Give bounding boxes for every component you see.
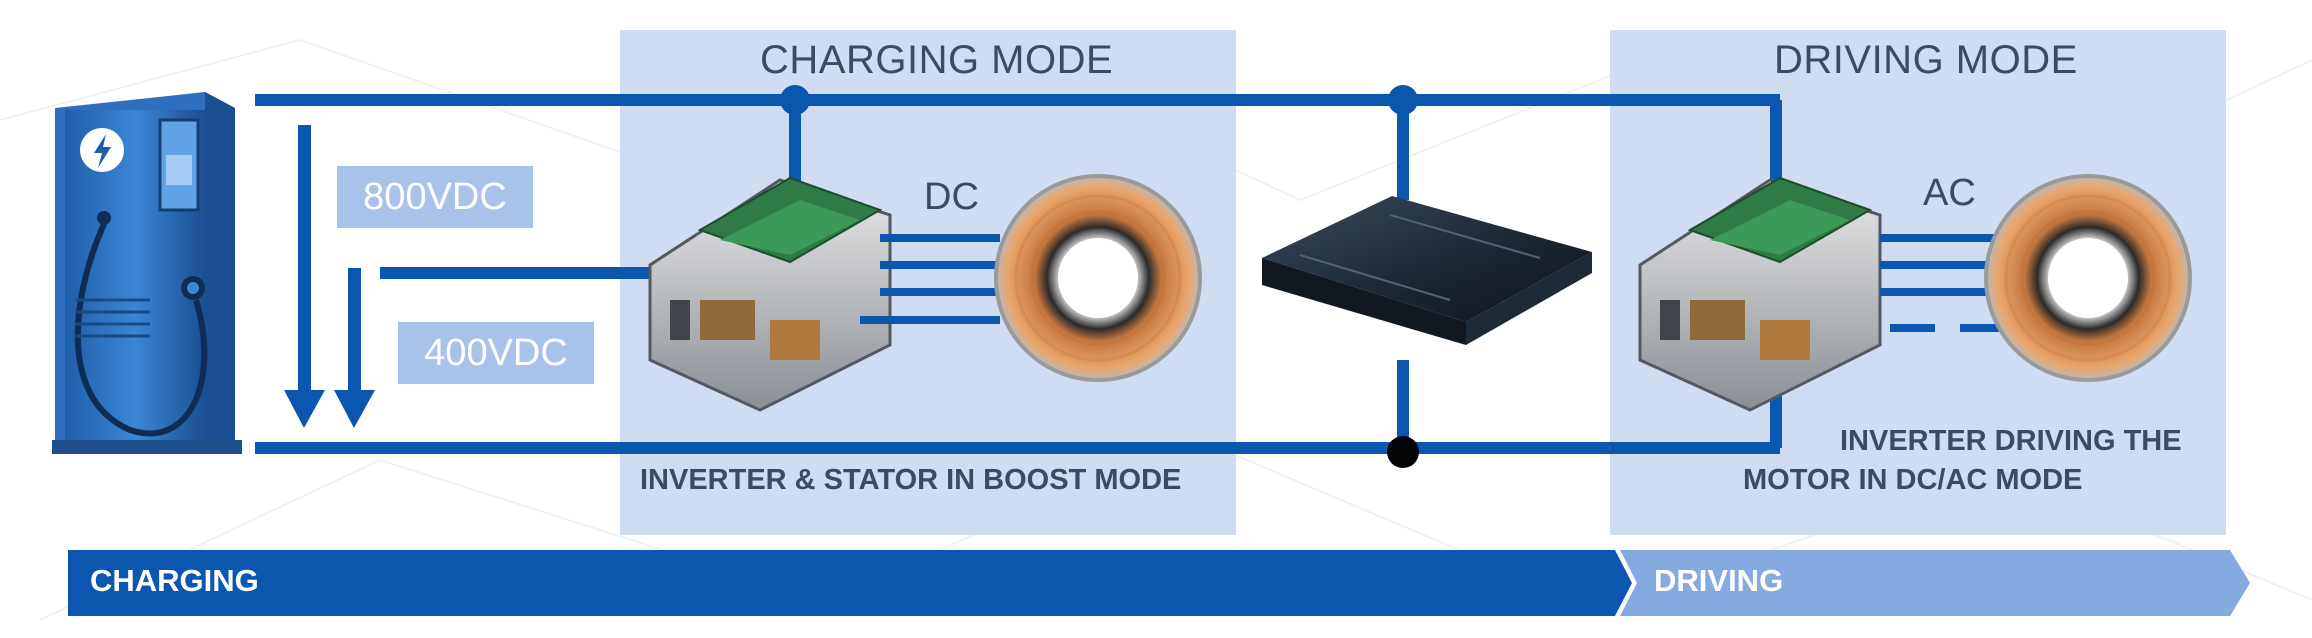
inverter-image-charging: [648, 176, 892, 412]
charging-mode-title: CHARGING MODE: [760, 38, 1114, 82]
battery-pack-image: [1262, 196, 1592, 345]
arrow-800-shaft: [298, 125, 311, 395]
driving-banner: [1620, 550, 2250, 616]
lightning-bolt-icon: [94, 134, 111, 168]
charging-station-icon: [52, 92, 242, 454]
charging-banner: [68, 550, 1632, 616]
dc-label: DC: [924, 176, 979, 218]
driving-mode-title: DRIVING MODE: [1774, 38, 2078, 82]
ac-label: AC: [1923, 172, 1976, 214]
arrow-400-shaft: [348, 268, 361, 393]
voltage-400-label: 400VDC: [398, 322, 594, 384]
arrow-800-head: [284, 390, 325, 428]
driving-banner-label: DRIVING: [1654, 563, 1784, 598]
dc-phase-lines: [860, 234, 1000, 324]
charging-caption: INVERTER & STATOR IN BOOST MODE: [640, 464, 1182, 496]
inverter-image-driving: [1638, 176, 1882, 412]
junction-dot-charging: [780, 85, 810, 115]
voltage-arrows: [284, 125, 375, 428]
junction-dot-battery: [1388, 85, 1418, 115]
junction-dot-ground: [1387, 436, 1419, 468]
arrow-400-head: [334, 390, 375, 428]
driving-caption-line2: MOTOR IN DC/AC MODE: [1743, 464, 2083, 496]
driving-caption-line1: INVERTER DRIVING THE: [1840, 425, 2182, 457]
charging-banner-label: CHARGING: [90, 563, 259, 598]
voltage-800-label: 800VDC: [337, 166, 533, 228]
stator-motor-image-driving: [1984, 174, 2192, 382]
stator-motor-image-charging: [994, 174, 1202, 382]
